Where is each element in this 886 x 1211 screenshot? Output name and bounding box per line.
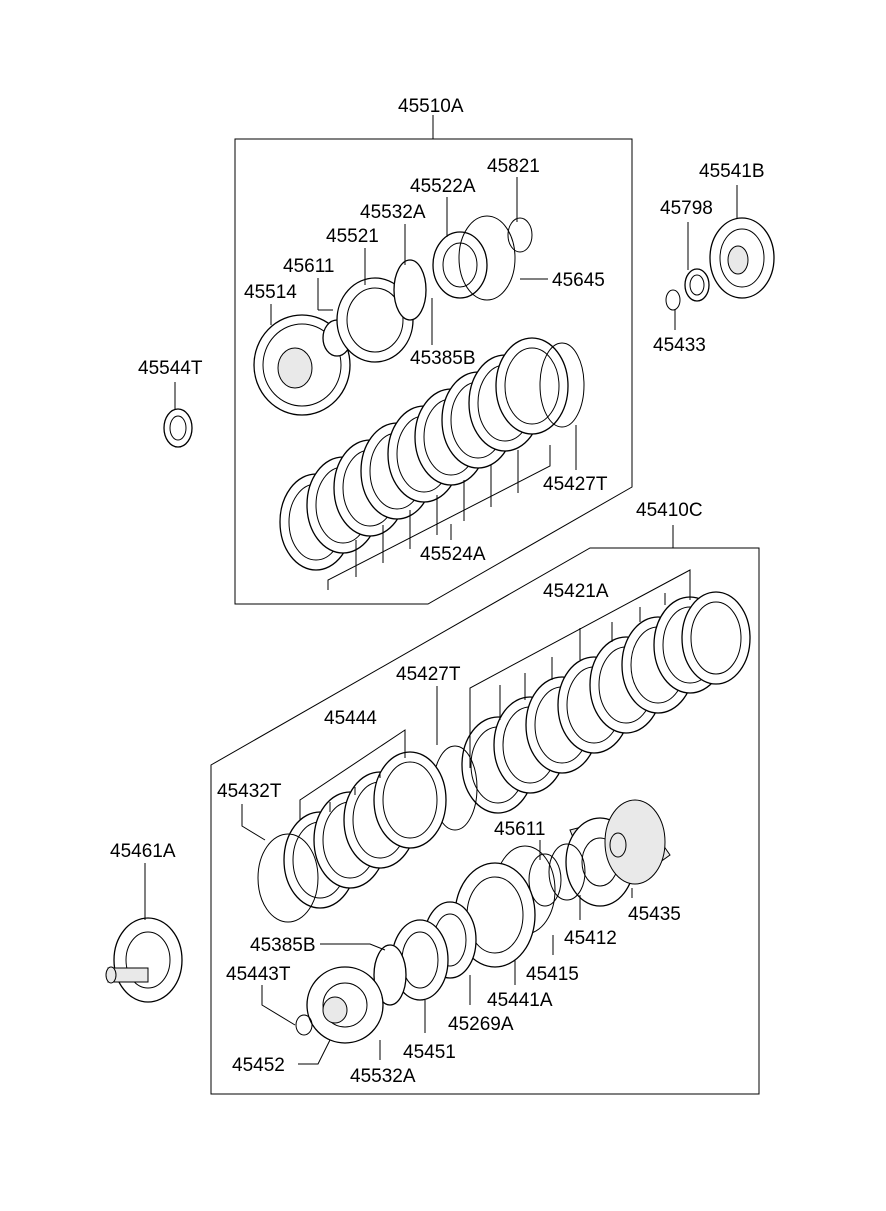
label-45385B-upper: 45385B bbox=[410, 348, 476, 369]
part-45532A bbox=[393, 259, 427, 321]
part-45432T-ring bbox=[257, 833, 319, 923]
label-45521: 45521 bbox=[326, 226, 379, 247]
label-45514: 45514 bbox=[244, 282, 297, 303]
label-45412: 45412 bbox=[564, 928, 617, 949]
label-45532A-upper: 45532A bbox=[360, 202, 426, 223]
part-45461A-gear bbox=[105, 917, 183, 1003]
label-45427T-lower: 45427T bbox=[396, 664, 461, 685]
label-45427T-upper: 45427T bbox=[543, 474, 608, 495]
label-45443T: 45443T bbox=[226, 964, 291, 985]
label-45432T: 45432T bbox=[217, 781, 282, 802]
lower-parts bbox=[257, 591, 751, 1044]
label-45421A: 45421A bbox=[543, 581, 609, 602]
label-45645: 45645 bbox=[552, 270, 605, 291]
part-45544T-washer bbox=[163, 408, 193, 448]
lower-clutch-stack-upper bbox=[461, 591, 751, 814]
part-45645 bbox=[458, 215, 516, 301]
label-45524A: 45524A bbox=[420, 544, 486, 565]
label-45522A: 45522A bbox=[410, 176, 476, 197]
label-45410C: 45410C bbox=[636, 500, 703, 521]
part-45798-washer bbox=[684, 268, 710, 302]
label-45544T: 45544T bbox=[138, 358, 203, 379]
part-labels: 45510A 45821 45522A 45532A 45521 45611 4… bbox=[110, 96, 765, 1087]
part-45435-drum bbox=[565, 799, 671, 907]
label-45269A: 45269A bbox=[448, 1014, 514, 1035]
label-45415: 45415 bbox=[526, 964, 579, 985]
label-45452: 45452 bbox=[232, 1055, 285, 1076]
label-45611-upper: 45611 bbox=[283, 256, 334, 277]
label-45461A: 45461A bbox=[110, 841, 176, 862]
label-45441A: 45441A bbox=[487, 990, 553, 1011]
label-45451: 45451 bbox=[403, 1042, 456, 1063]
label-45611-lower: 45611 bbox=[494, 819, 545, 840]
upper-clutch-stack bbox=[279, 337, 585, 571]
part-45821 bbox=[507, 217, 533, 253]
lower-45532A bbox=[306, 966, 384, 1044]
part-45522A bbox=[432, 231, 488, 299]
label-45532A-lower: 45532A bbox=[350, 1066, 416, 1087]
label-45444: 45444 bbox=[324, 708, 377, 729]
upper-parts bbox=[253, 215, 585, 571]
leader-lines bbox=[144, 115, 738, 1065]
label-45821: 45821 bbox=[487, 156, 540, 177]
label-45435: 45435 bbox=[628, 904, 681, 925]
label-45541B: 45541B bbox=[699, 161, 765, 182]
label-45510A: 45510A bbox=[398, 96, 464, 117]
upper-assembly-frame bbox=[234, 138, 633, 605]
label-45433: 45433 bbox=[653, 335, 706, 356]
lower-45611-ring bbox=[528, 853, 562, 907]
part-45433-ring bbox=[665, 289, 681, 311]
label-45798: 45798 bbox=[660, 198, 713, 219]
part-45443T-ring bbox=[295, 1014, 313, 1036]
lower-45385B bbox=[373, 944, 407, 1006]
part-45412 bbox=[548, 843, 586, 901]
label-45385B-lower: 45385B bbox=[250, 935, 316, 956]
lower-assembly-frame bbox=[210, 547, 760, 1095]
lower-clutch-stack-lower bbox=[283, 751, 447, 909]
part-45541B-gear bbox=[709, 217, 775, 299]
